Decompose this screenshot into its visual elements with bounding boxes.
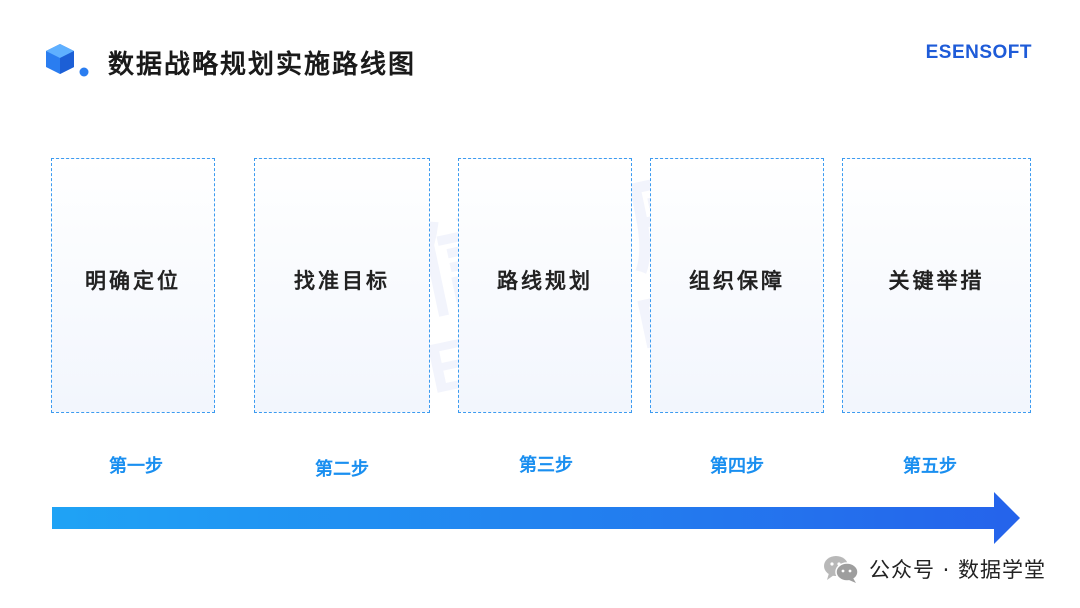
stage-label: 找准目标 [294, 268, 390, 293]
footer-text: 公众号 · 数据学堂 [868, 558, 1046, 582]
brand-logo: ESENSOFT [925, 42, 1032, 63]
stage-box-1: 明确定位 [51, 158, 215, 413]
stage-label: 组织保障 [689, 268, 785, 293]
step-label-2: 第二步 [315, 459, 369, 480]
stage-box-3: 路线规划 [458, 158, 632, 413]
step-label-3: 第三步 [519, 455, 573, 476]
footer: 公众号 · 数据学堂 [823, 554, 1046, 584]
progress-arrow [52, 492, 1020, 544]
header: 数据战略规划实施路线图 [44, 38, 416, 86]
wechat-icon [823, 556, 859, 583]
step-label-4: 第四步 [710, 456, 764, 477]
stage-box-4: 组织保障 [650, 158, 824, 413]
step-label-1: 第一步 [109, 456, 163, 477]
stage-label: 路线规划 [497, 268, 593, 293]
step-label-5: 第五步 [903, 456, 957, 477]
stage-box-5: 关键举措 [842, 158, 1031, 413]
stage-box-2: 找准目标 [254, 158, 430, 413]
stage-label: 明确定位 [85, 268, 181, 293]
logo-cube-icon [46, 44, 89, 77]
page-title: 数据战略规划实施路线图 [108, 49, 417, 80]
stage-label: 关键举措 [888, 268, 985, 293]
